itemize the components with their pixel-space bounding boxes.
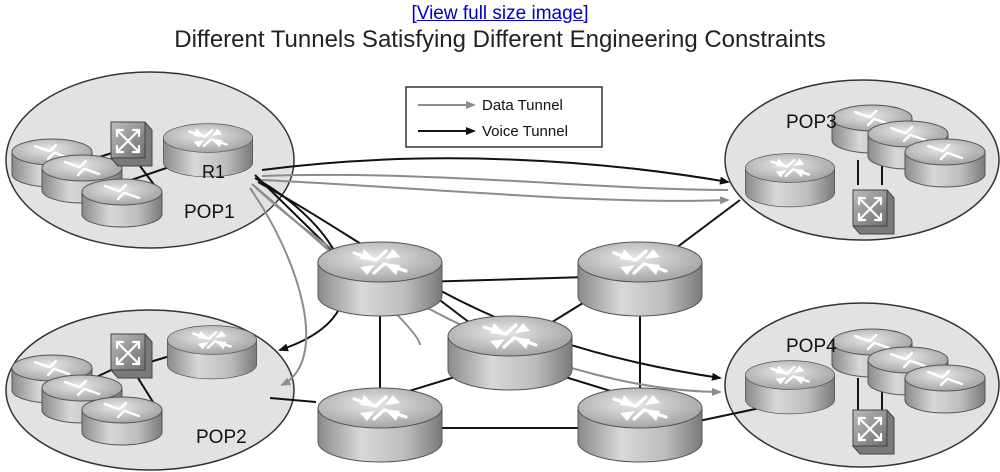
data-tunnel-pop3-b: [261, 173, 729, 191]
pop2-switch-icon: [109, 332, 154, 380]
pop3-router-icon: [744, 152, 836, 209]
legend-voice-tunnel-label: Voice Tunnel: [482, 123, 568, 140]
diagram-title: Different Tunnels Satisfying Different E…: [174, 26, 826, 53]
pop2-label: POP2: [196, 427, 247, 448]
pop1-edge-router-c: [80, 177, 164, 229]
pop4-edge-router-c: [903, 363, 987, 415]
voice-tunnel-pop4: [257, 181, 722, 381]
data-tunnel-pop3: [261, 179, 730, 205]
legend: Data Tunnel Voice Tunnel: [405, 86, 603, 148]
core-router-center-icon: [446, 314, 574, 392]
r1-label: R1: [202, 162, 225, 182]
pop1-label: POP1: [184, 202, 235, 223]
pop3-edge-router-c: [903, 137, 987, 189]
core-router-lower-right-icon: [576, 386, 704, 464]
core-router-lower-left-icon: [316, 386, 444, 464]
pop3-switch-icon: [851, 188, 896, 236]
pop2-router-icon: [166, 324, 258, 381]
core-router-upper-right-icon: [576, 240, 704, 318]
view-full-size-link[interactable]: [View full size image]: [411, 3, 589, 24]
pop3-label: POP3: [786, 112, 837, 133]
pop4-label: POP4: [786, 336, 837, 357]
core-router-upper-left-icon: [316, 240, 444, 318]
legend-data-tunnel-label: Data Tunnel: [482, 97, 563, 114]
voice-tunnel-pop3: [261, 157, 730, 185]
pop4-router-icon: [744, 359, 836, 416]
pop2-edge-router-c: [80, 395, 164, 447]
pop4-switch-icon: [851, 408, 896, 456]
pop1-switch-icon: [109, 120, 154, 168]
tunnels: [249, 157, 730, 396]
pop4-region: [724, 302, 1000, 468]
data-tunnel-pop2: [249, 187, 308, 386]
